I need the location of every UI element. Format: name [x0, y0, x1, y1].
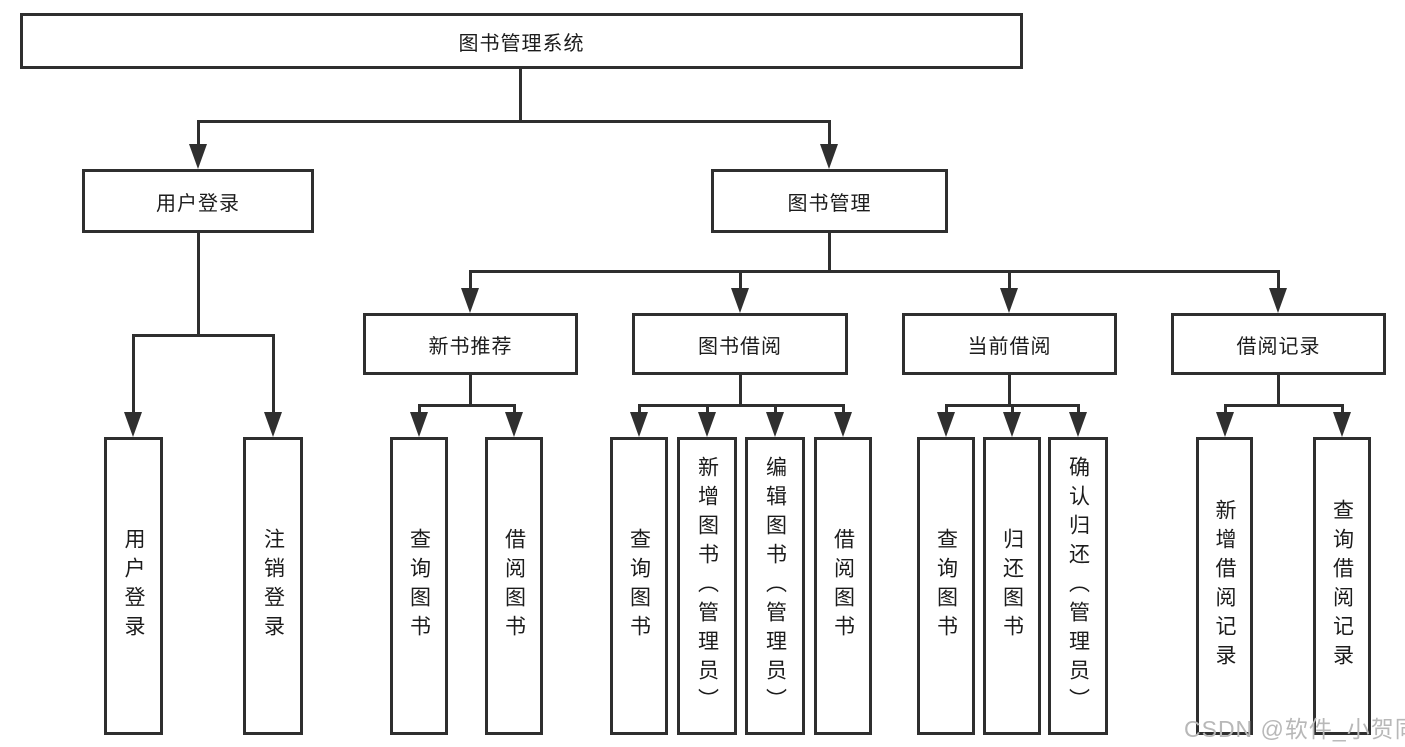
- connector-line: [418, 404, 421, 414]
- leaf-user-login-label: 用户登录: [122, 528, 145, 644]
- arrowhead-down-icon: [820, 144, 838, 169]
- connector-line: [469, 270, 472, 290]
- leaf-add-borrow-record: 新增借阅记录: [1196, 437, 1253, 735]
- node-borrow-record-label: 借阅记录: [1236, 335, 1321, 358]
- leaf-query-books-current-label: 查询图书: [934, 528, 958, 644]
- connector-line: [513, 404, 516, 414]
- arrowhead-down-icon: [1269, 288, 1287, 313]
- connector-line: [197, 120, 200, 146]
- arrowhead-down-icon: [630, 412, 648, 437]
- connector-line: [272, 334, 275, 414]
- leaf-add-books-admin: 新增图书（管理员）: [677, 437, 737, 735]
- connector-line: [842, 404, 845, 414]
- leaf-user-login: 用户登录: [104, 437, 163, 735]
- connector-line: [1224, 404, 1227, 414]
- leaf-return-books-label: 归还图书: [1000, 528, 1024, 644]
- leaf-query-books-current: 查询图书: [917, 437, 975, 735]
- leaf-confirm-return-admin: 确认归还（管理员）: [1048, 437, 1108, 735]
- leaf-borrow-books-recommend: 借阅图书: [485, 437, 543, 735]
- connector-line: [132, 334, 135, 414]
- connector-line: [945, 404, 948, 414]
- leaf-borrow-books-label: 借阅图书: [831, 528, 855, 644]
- connector-line: [519, 69, 522, 123]
- arrowhead-down-icon: [189, 144, 207, 169]
- connector-line: [739, 375, 742, 407]
- arrowhead-down-icon: [264, 412, 282, 437]
- node-new-book-recommend-label: 新书推荐: [428, 335, 513, 358]
- node-root-label: 图书管理系统: [458, 32, 585, 55]
- leaf-edit-books-admin-label: 编辑图书（管理员）: [763, 455, 787, 717]
- arrowhead-down-icon: [766, 412, 784, 437]
- connector-line: [197, 233, 200, 337]
- leaf-query-books-borrow: 查询图书: [610, 437, 668, 735]
- connector-line: [197, 120, 829, 123]
- node-current-borrow-label: 当前借阅: [967, 335, 1052, 358]
- leaf-edit-books-admin: 编辑图书（管理员）: [745, 437, 805, 735]
- node-book-borrow: 图书借阅: [632, 313, 848, 375]
- connector-line: [469, 375, 472, 407]
- arrowhead-down-icon: [1000, 288, 1018, 313]
- connector-line: [706, 404, 709, 414]
- arrowhead-down-icon: [505, 412, 523, 437]
- node-book-borrow-label: 图书借阅: [698, 335, 782, 358]
- connector-line: [739, 270, 742, 290]
- node-book-management-label: 图书管理: [787, 192, 872, 215]
- connector-line: [418, 404, 516, 407]
- leaf-query-borrow-record-label: 查询借阅记录: [1330, 499, 1354, 673]
- connector-line: [132, 334, 274, 337]
- watermark-text: CSDN @软件_小贺同学: [1184, 716, 1405, 742]
- connector-line: [1011, 404, 1014, 414]
- node-user-login: 用户登录: [82, 169, 314, 233]
- arrowhead-down-icon: [1216, 412, 1234, 437]
- arrowhead-down-icon: [834, 412, 852, 437]
- leaf-return-books: 归还图书: [983, 437, 1041, 735]
- arrowhead-down-icon: [937, 412, 955, 437]
- connector-line: [1224, 404, 1344, 407]
- connector-line: [638, 404, 845, 407]
- leaf-add-borrow-record-label: 新增借阅记录: [1213, 499, 1236, 673]
- leaf-logout-label: 注销登录: [261, 528, 285, 644]
- arrowhead-down-icon: [461, 288, 479, 313]
- arrowhead-down-icon: [1333, 412, 1351, 437]
- node-book-management: 图书管理: [711, 169, 948, 233]
- leaf-query-books-recommend: 查询图书: [390, 437, 448, 735]
- leaf-query-books-recommend-label: 查询图书: [407, 528, 431, 644]
- connector-line: [1277, 270, 1280, 290]
- connector-line: [828, 120, 831, 146]
- connector-line: [469, 270, 1280, 273]
- connector-line: [774, 404, 777, 414]
- node-current-borrow: 当前借阅: [902, 313, 1117, 375]
- node-root-library-system: 图书管理系统: [20, 13, 1023, 69]
- leaf-add-books-admin-label: 新增图书（管理员）: [695, 455, 719, 717]
- connector-line: [1077, 404, 1080, 414]
- node-user-login-label: 用户登录: [156, 192, 240, 215]
- leaf-query-borrow-record: 查询借阅记录: [1313, 437, 1371, 735]
- leaf-borrow-books: 借阅图书: [814, 437, 872, 735]
- connector-line: [828, 233, 831, 273]
- watermark: CSDN @软件_小贺同学: [1184, 710, 1405, 744]
- arrowhead-down-icon: [1003, 412, 1021, 437]
- node-new-book-recommend: 新书推荐: [363, 313, 578, 375]
- connector-line: [1008, 375, 1011, 407]
- arrowhead-down-icon: [1069, 412, 1087, 437]
- arrowhead-down-icon: [731, 288, 749, 313]
- leaf-query-books-borrow-label: 查询图书: [627, 528, 651, 644]
- node-borrow-record: 借阅记录: [1171, 313, 1386, 375]
- leaf-confirm-return-admin-label: 确认归还（管理员）: [1066, 455, 1090, 717]
- connector-line: [1277, 375, 1280, 407]
- connector-line: [638, 404, 641, 414]
- connector-line: [1341, 404, 1344, 414]
- arrowhead-down-icon: [410, 412, 428, 437]
- arrowhead-down-icon: [124, 412, 142, 437]
- arrowhead-down-icon: [698, 412, 716, 437]
- leaf-logout: 注销登录: [243, 437, 303, 735]
- connector-line: [1008, 270, 1011, 290]
- leaf-borrow-books-recommend-label: 借阅图书: [502, 528, 526, 644]
